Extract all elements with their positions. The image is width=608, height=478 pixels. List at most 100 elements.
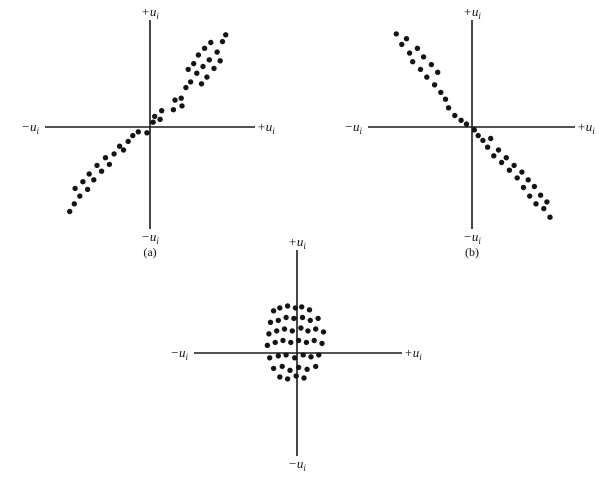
data-point	[272, 339, 278, 346]
data-point	[284, 303, 291, 309]
data-point	[72, 185, 78, 192]
data-point	[98, 168, 105, 174]
data-point	[201, 45, 208, 51]
data-point	[319, 340, 325, 347]
data-point	[289, 328, 295, 334]
scatter-panel-a: +ui−ui−ui+ui(a)	[21, 4, 275, 259]
data-point	[406, 50, 413, 56]
data-point	[403, 36, 410, 42]
data-point	[519, 169, 525, 175]
data-point	[157, 116, 163, 123]
data-point	[428, 61, 435, 68]
data-point	[94, 162, 100, 169]
axis-label-bottom: −ui	[463, 229, 481, 246]
axis-label-bottom: −ui	[141, 229, 159, 246]
data-point	[303, 339, 310, 346]
data-point	[281, 326, 288, 332]
data-point	[67, 208, 73, 215]
data-point	[292, 305, 299, 311]
data-point	[270, 308, 277, 314]
data-point	[484, 144, 491, 150]
data-point	[125, 138, 131, 145]
data-point	[547, 214, 553, 220]
axis-label-top: +ui	[288, 234, 306, 251]
data-point	[393, 31, 399, 37]
data-point	[77, 193, 83, 199]
data-point	[284, 376, 291, 382]
panel-label: (b)	[465, 245, 479, 259]
data-point	[520, 184, 527, 191]
data-point	[414, 45, 421, 51]
data-point	[300, 352, 306, 358]
data-point	[195, 52, 202, 58]
data-point	[420, 54, 427, 60]
data-point	[399, 41, 405, 48]
data-point	[442, 96, 449, 102]
data-point	[116, 143, 123, 149]
data-point	[266, 331, 272, 337]
data-point	[316, 352, 322, 358]
axis-label-left: −ui	[21, 119, 39, 136]
data-point	[214, 49, 220, 55]
data-point	[313, 363, 319, 370]
data-point	[200, 63, 206, 70]
data-point	[488, 135, 494, 142]
data-point	[506, 167, 513, 173]
data-point	[514, 175, 520, 181]
data-point	[204, 74, 210, 80]
axis-label-right: +ui	[404, 345, 422, 362]
data-point	[71, 201, 78, 207]
scatter-panel-c: +ui−ui−ui+ui	[170, 234, 422, 473]
data-point	[279, 363, 285, 370]
data-point	[293, 373, 299, 379]
data-point	[525, 177, 531, 183]
data-point	[172, 97, 178, 103]
data-point	[206, 57, 212, 63]
axis-label-top: +ui	[141, 4, 159, 21]
data-point	[452, 112, 458, 119]
data-point	[219, 38, 226, 45]
data-point	[463, 121, 470, 127]
data-point	[306, 307, 313, 313]
data-point	[417, 66, 424, 73]
data-point	[277, 374, 283, 380]
data-point	[280, 337, 286, 344]
data-point	[179, 103, 185, 109]
data-point	[183, 84, 189, 91]
data-point	[283, 352, 289, 358]
data-point	[267, 319, 274, 325]
data-point	[313, 326, 319, 332]
data-point	[91, 177, 97, 183]
data-point	[275, 353, 281, 359]
data-point	[217, 58, 223, 64]
data-point	[445, 105, 452, 111]
data-point	[277, 305, 283, 311]
data-point	[267, 355, 273, 361]
data-point	[144, 130, 150, 136]
data-point	[438, 89, 444, 96]
data-point	[308, 354, 314, 360]
data-point	[410, 59, 416, 65]
data-point	[458, 117, 464, 124]
data-point	[170, 107, 177, 113]
data-point	[223, 32, 229, 38]
data-point	[531, 183, 538, 190]
data-point	[533, 201, 539, 207]
data-point	[270, 365, 277, 372]
data-point	[541, 205, 547, 212]
data-point	[150, 119, 156, 125]
data-point	[187, 79, 194, 85]
data-point	[130, 132, 136, 139]
data-point	[84, 186, 91, 193]
data-point	[106, 161, 113, 168]
data-point	[274, 328, 280, 334]
axis-label-right: +ui	[257, 119, 275, 136]
data-point	[264, 342, 271, 348]
data-point	[287, 367, 293, 373]
data-point	[471, 127, 477, 133]
axis-label-top: +ui	[463, 4, 481, 21]
data-point	[435, 69, 441, 76]
data-point	[475, 132, 481, 139]
data-point	[208, 39, 214, 46]
